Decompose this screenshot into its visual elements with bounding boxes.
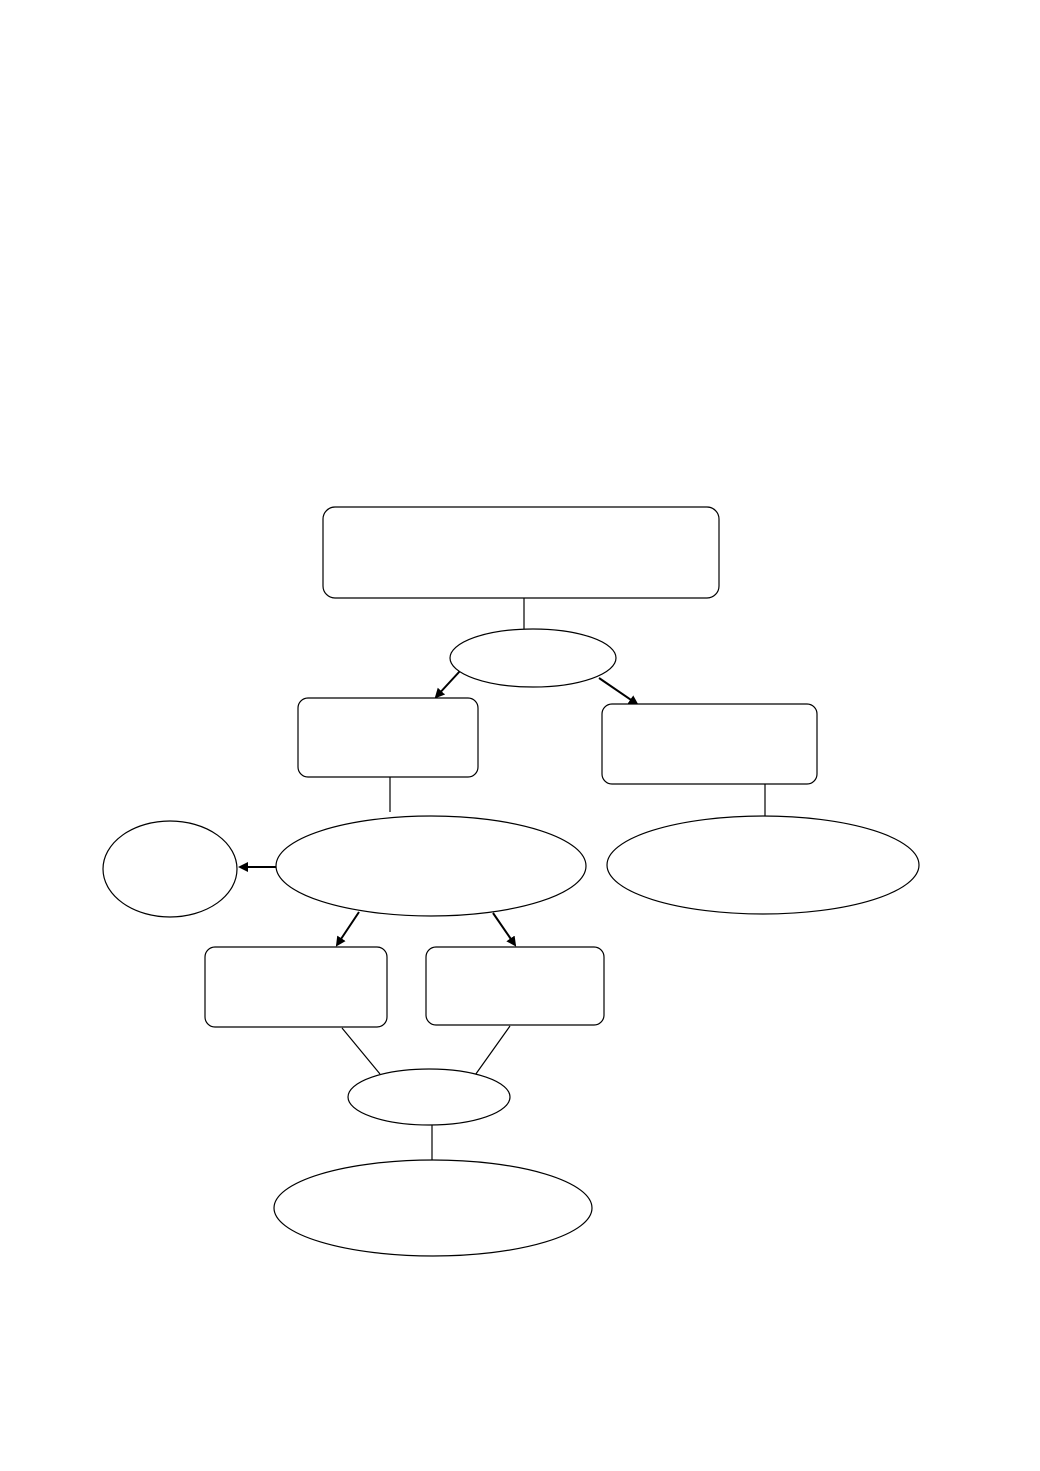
edge-large-ellipse-left-to-bottom-box-right xyxy=(492,912,517,947)
node-bottom-ellipse xyxy=(273,1159,593,1257)
node-ellipse-1 xyxy=(449,628,617,688)
node-right-box-1 xyxy=(601,703,818,785)
node-small-ellipse-bottom xyxy=(347,1068,511,1126)
node-large-ellipse-right xyxy=(606,815,920,915)
node-bottom-box-right xyxy=(425,946,605,1026)
node-large-ellipse-left xyxy=(275,815,587,917)
node-bottom-box-left xyxy=(204,946,388,1028)
edge-bottom-box-left-to-small-ellipse xyxy=(341,1027,381,1075)
edge-ellipse-1-to-left-box-1 xyxy=(434,670,461,699)
node-left-box-1 xyxy=(297,697,479,778)
node-top-box xyxy=(322,506,720,599)
node-small-circle-left xyxy=(102,820,238,918)
edge-ellipse-1-to-right-box-1 xyxy=(598,677,639,706)
edge-bottom-box-right-to-small-ellipse xyxy=(472,1025,511,1079)
edge-large-ellipse-left-to-bottom-box-left xyxy=(335,911,360,947)
